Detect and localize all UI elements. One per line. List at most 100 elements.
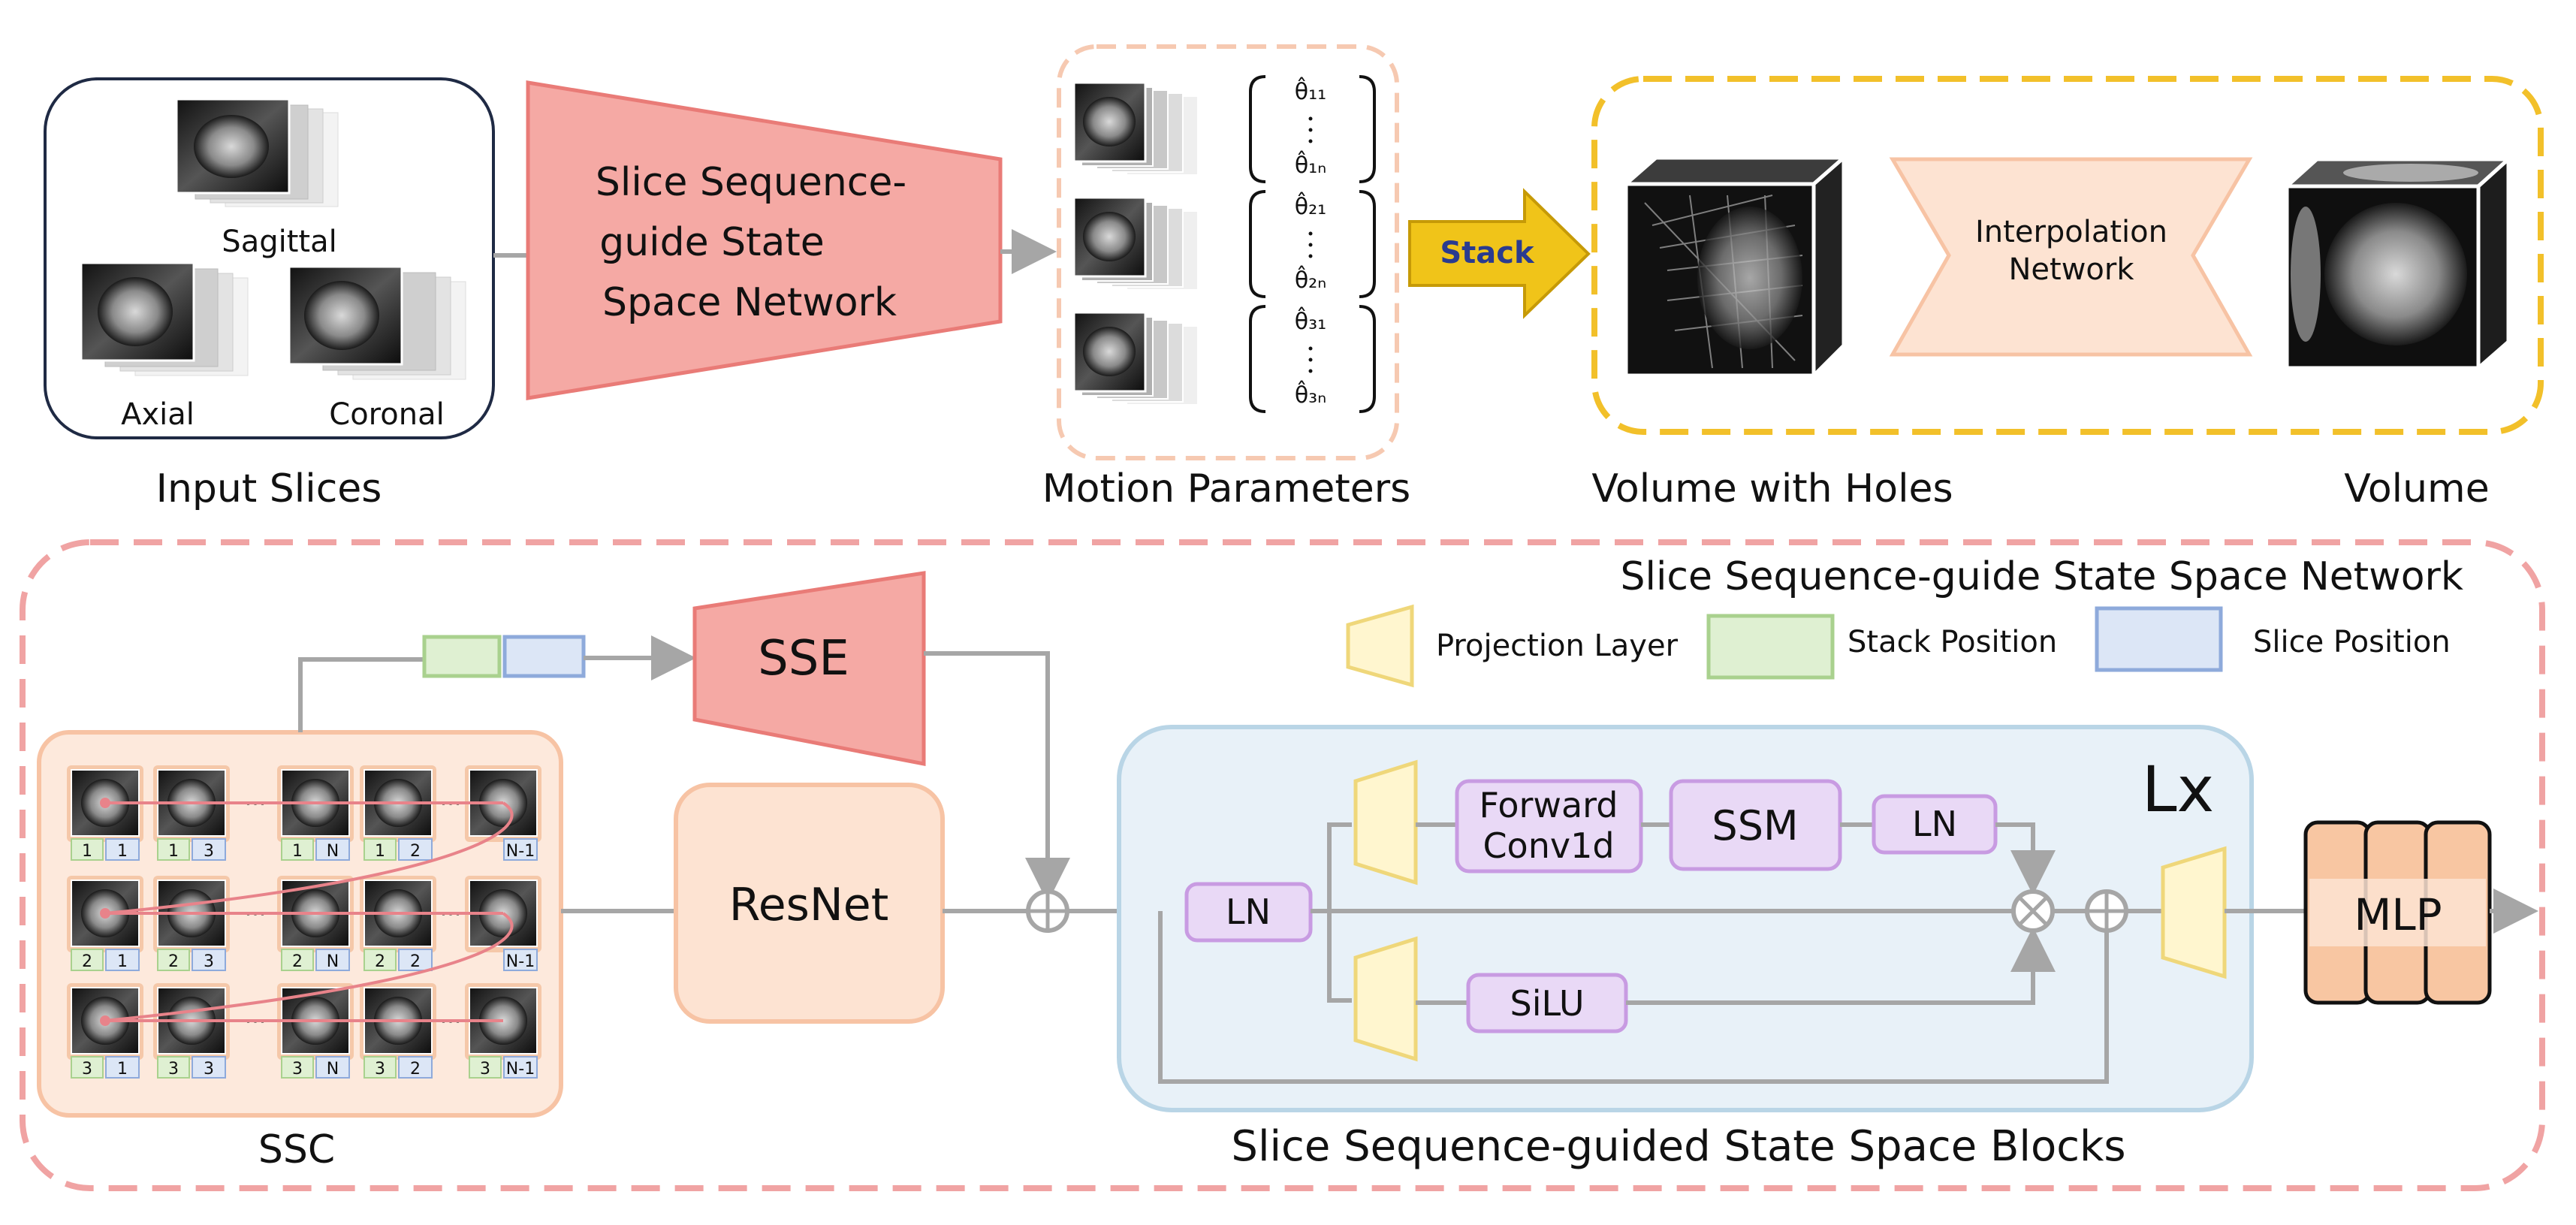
sse-label: SSE bbox=[758, 631, 849, 686]
volume-with-holes-cube bbox=[1621, 153, 1849, 381]
ssc-stack-tag bbox=[363, 949, 397, 971]
brain-shape bbox=[1083, 97, 1136, 146]
ssc-stack-tag bbox=[363, 838, 397, 861]
ssc-slice-tag-text: N bbox=[327, 952, 339, 971]
add-node bbox=[1026, 889, 1069, 933]
legend-stack-label: Stack Position bbox=[1848, 625, 2057, 659]
ssc-slice-tag-text: 1 bbox=[117, 952, 128, 971]
legend-slice-swatch bbox=[2095, 606, 2223, 672]
right-bracket bbox=[1359, 305, 1376, 413]
ssc-stack-tag bbox=[281, 838, 314, 861]
param-bottom: θ̂₂ₙ bbox=[1295, 265, 1326, 294]
param-dot bbox=[1308, 231, 1313, 236]
ssc-stack-tag-text: 2 bbox=[292, 952, 303, 971]
right-bracket bbox=[1359, 75, 1376, 183]
ssc-slice-tag bbox=[105, 1056, 140, 1079]
ssc-slice-tag bbox=[315, 838, 350, 861]
upper-branch-line bbox=[1327, 822, 1352, 911]
param-dot bbox=[1308, 243, 1313, 247]
interpolation-network: Interpolation Network bbox=[1889, 157, 2253, 357]
volume-holes-caption: Volume with Holes bbox=[1591, 466, 1953, 511]
ssc-stack-tag-text: 1 bbox=[168, 842, 179, 861]
ssc-stack-tag-text: 1 bbox=[292, 842, 303, 861]
stack-label: Stack bbox=[1440, 236, 1535, 270]
ssc-slice-tag-text: N-1 bbox=[506, 842, 535, 861]
ln-label-upper: LN bbox=[1912, 804, 1957, 844]
sagittal-label: Sagittal bbox=[222, 225, 336, 259]
ssc-stack-tag-text: 2 bbox=[375, 952, 385, 971]
ln-to-multiply-arrow bbox=[1995, 822, 2056, 895]
axial-label: Axial bbox=[121, 397, 195, 432]
network-title-line-1: Slice Sequence- bbox=[596, 160, 906, 205]
param-top: θ̂₃₁ bbox=[1295, 306, 1326, 335]
lower-projection-layer bbox=[1353, 936, 1418, 1062]
ssc-slice-tag-text: 2 bbox=[410, 952, 421, 971]
ssc-slice-tag-text: N-1 bbox=[506, 952, 535, 971]
ssc-stack-tag bbox=[281, 949, 314, 971]
left-bracket bbox=[1249, 75, 1266, 183]
network-title-line-2: guide State bbox=[599, 220, 825, 265]
sse-to-add-arrow bbox=[924, 651, 1070, 903]
forward-conv-line-2: Conv1d bbox=[1483, 825, 1614, 866]
param-dot bbox=[1308, 139, 1313, 143]
coronal-label: Coronal bbox=[329, 397, 444, 432]
ssc-stack-tag bbox=[71, 1056, 104, 1079]
lx-label: Lx bbox=[2142, 753, 2215, 826]
ssc-stack-tag-text: 2 bbox=[168, 952, 179, 971]
legend-slice-label: Slice Position bbox=[2253, 625, 2451, 659]
param-bottom: θ̂₁ₙ bbox=[1295, 150, 1326, 179]
ln-label-main: LN bbox=[1226, 892, 1271, 932]
silu-to-multiply-arrow bbox=[1626, 927, 2056, 1005]
ssc-slice-tag bbox=[105, 949, 140, 971]
input-slices-panel: Sagittal Axial Coronal bbox=[44, 77, 495, 439]
param-dot bbox=[1308, 369, 1313, 373]
ssc-stack-tag-text: 3 bbox=[82, 1060, 92, 1079]
ssc-slice-tag-text: N bbox=[327, 1060, 339, 1079]
ssc-slice-tag bbox=[192, 949, 226, 971]
blocks-caption: Slice Sequence-guided State Space Blocks bbox=[1231, 1122, 2125, 1171]
legend-stack-swatch bbox=[1706, 614, 1835, 680]
sse-trapezoid: SSE bbox=[692, 571, 926, 767]
ssc-sequence-start bbox=[100, 798, 110, 808]
right-bracket bbox=[1359, 190, 1376, 298]
axial-slice-stack bbox=[80, 261, 249, 376]
ssc-stack-tag-text: 3 bbox=[375, 1060, 385, 1079]
param-dot bbox=[1308, 128, 1313, 132]
legend-projection-swatch bbox=[1346, 604, 1414, 688]
param-dot bbox=[1308, 116, 1313, 121]
section-title: Slice Sequence-guide State Space Network bbox=[1621, 554, 2464, 599]
ssc-stack-tag-text: 2 bbox=[82, 952, 92, 971]
residual-line bbox=[1158, 911, 2109, 1084]
resnet-box bbox=[674, 783, 945, 1024]
motion-param-row: θ̂₃₁ θ̂₃ₙ bbox=[1072, 305, 1376, 413]
left-bracket bbox=[1249, 190, 1266, 298]
ssc-slice-tag-text: 3 bbox=[204, 1060, 214, 1079]
bottom-network-panel bbox=[20, 539, 2545, 1191]
volume-panel bbox=[1591, 76, 2544, 435]
param-bottom: θ̂₃ₙ bbox=[1295, 380, 1326, 409]
ssc-slice-tag bbox=[398, 1056, 433, 1079]
ssc-stack-tag-text: 1 bbox=[82, 842, 92, 861]
ssc-slice-tag-text: 3 bbox=[204, 952, 214, 971]
interp-label-line-2: Network bbox=[2008, 252, 2134, 287]
ssc-slice-tag-text: 2 bbox=[410, 842, 421, 861]
interp-label-line-1: Interpolation bbox=[1975, 215, 2167, 249]
lower-branch-line bbox=[1327, 911, 1352, 1003]
legend: Projection Layer Stack Position Slice Po… bbox=[1346, 604, 2451, 688]
ssc-slice-tag-text: 1 bbox=[117, 842, 128, 861]
ssc-slice-tag-text: 3 bbox=[204, 842, 214, 861]
ssc-zigzag-connector bbox=[104, 801, 514, 915]
volume-caption: Volume bbox=[2344, 466, 2489, 511]
ssc-stack-tag-text: 3 bbox=[292, 1060, 303, 1079]
sagittal-slice-stack bbox=[175, 98, 339, 207]
motion-parameter-rows: θ̂₁₁θ̂₁ₙθ̂₂₁θ̂₂ₙθ̂₃₁θ̂₃ₙ bbox=[1072, 75, 1376, 413]
param-top: θ̂₁₁ bbox=[1295, 77, 1326, 105]
ssc-stack-tag bbox=[71, 838, 104, 861]
ssgssn-trapezoid: Slice Sequence- guide State Space Networ… bbox=[526, 80, 1003, 400]
ssc-stack-tag bbox=[281, 1056, 314, 1079]
ssc-slice-tag-text: 1 bbox=[117, 1060, 128, 1079]
